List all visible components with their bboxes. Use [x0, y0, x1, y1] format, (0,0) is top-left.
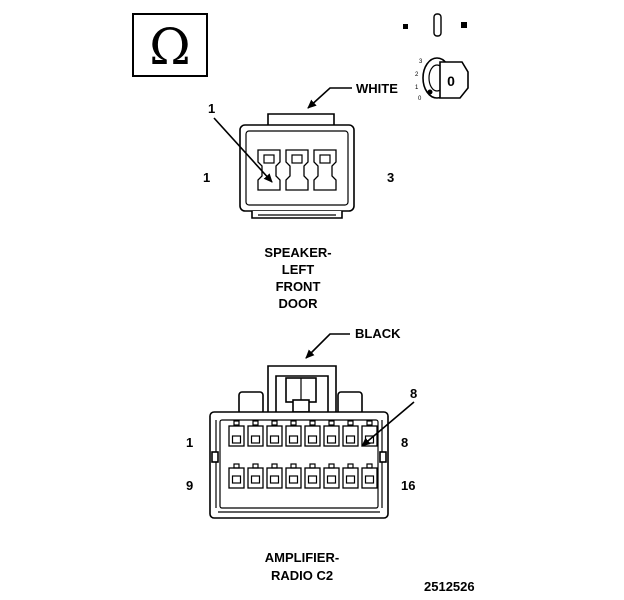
amplifier-cavity — [266, 463, 283, 489]
amplifier-cavity — [285, 420, 302, 447]
amplifier-cavity — [228, 420, 245, 447]
amplifier-cavity — [247, 463, 264, 489]
amplifier-cavity — [342, 420, 359, 447]
amplifier-cavity — [323, 420, 340, 447]
key-position-3: 3 — [419, 59, 423, 65]
amplifier-cavity — [228, 463, 245, 489]
amplifier-pin-top-right: 8 — [401, 435, 408, 450]
speaker-name-line-2: LEFT — [282, 262, 315, 277]
amplifier-cavity — [304, 420, 321, 447]
speaker-connector: WHITE 1 1 3 SPEAKER- LEFT FRONT DOOR — [203, 81, 398, 311]
amplifier-color-label: BLACK — [355, 326, 401, 341]
amplifier-callout-number: 8 — [410, 386, 417, 401]
ohm-symbol: Ω — [149, 18, 190, 76]
amplifier-cavity — [266, 420, 283, 447]
key-letter: 0 — [447, 73, 455, 89]
key-position-2: 2 — [415, 72, 419, 78]
amplifier-name-line-1: AMPLIFIER- — [265, 550, 339, 565]
speaker-callout-number: 1 — [208, 101, 215, 116]
speaker-color-label: WHITE — [356, 81, 398, 96]
amplifier-pin-bottom-right: 16 — [401, 478, 415, 493]
amplifier-cavity — [304, 463, 321, 489]
amplifier-cavity — [285, 463, 302, 489]
ignition-key-icon: 0 3 2 1 0 — [403, 13, 469, 102]
amplifier-cavity — [323, 463, 340, 489]
amplifier-cavity-grid — [228, 420, 378, 489]
key-position-1: 1 — [415, 85, 419, 91]
amplifier-name-line-2: RADIO C2 — [271, 568, 333, 583]
speaker-pin-right: 3 — [387, 170, 394, 185]
ohmmeter-icon: Ω — [132, 13, 208, 77]
speaker-name-line-1: SPEAKER- — [264, 245, 331, 260]
amplifier-cavity — [342, 463, 359, 489]
amplifier-connector: BLACK 8 1 8 9 16 AMPLIFIER- RADIO C2 — [186, 326, 417, 583]
amplifier-pin-top-left: 1 — [186, 435, 193, 450]
amplifier-pin-bottom-left: 9 — [186, 478, 193, 493]
speaker-name-line-4: DOOR — [279, 296, 319, 311]
key-position-0: 0 — [418, 96, 422, 102]
amplifier-cavity — [361, 463, 378, 489]
amplifier-cavity — [247, 420, 264, 447]
speaker-pin-left: 1 — [203, 170, 210, 185]
speaker-name-line-3: FRONT — [276, 279, 321, 294]
figure-id: 2512526 — [424, 579, 475, 594]
